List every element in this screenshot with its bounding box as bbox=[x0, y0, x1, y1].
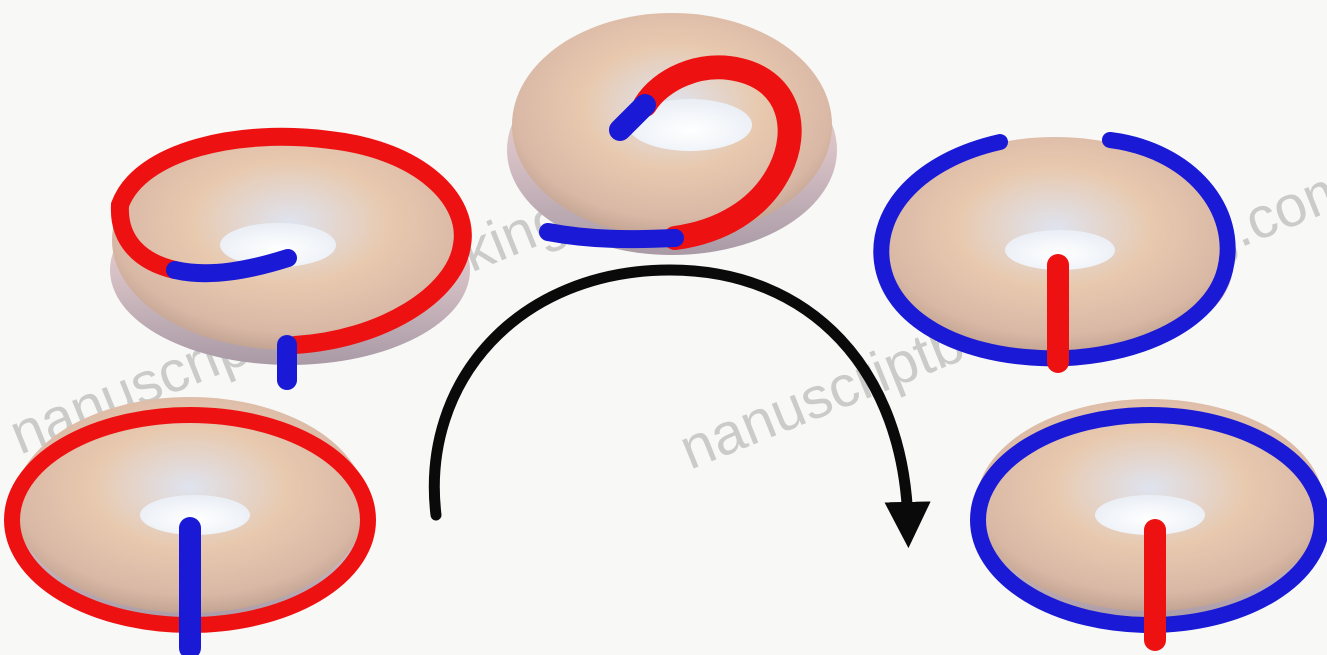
torus-top-center bbox=[507, 13, 837, 255]
torus-bottom-left bbox=[10, 397, 370, 648]
torus-bottom-right bbox=[972, 399, 1327, 640]
torus-top-right bbox=[877, 137, 1233, 362]
blue-bottom-rim bbox=[548, 232, 675, 239]
